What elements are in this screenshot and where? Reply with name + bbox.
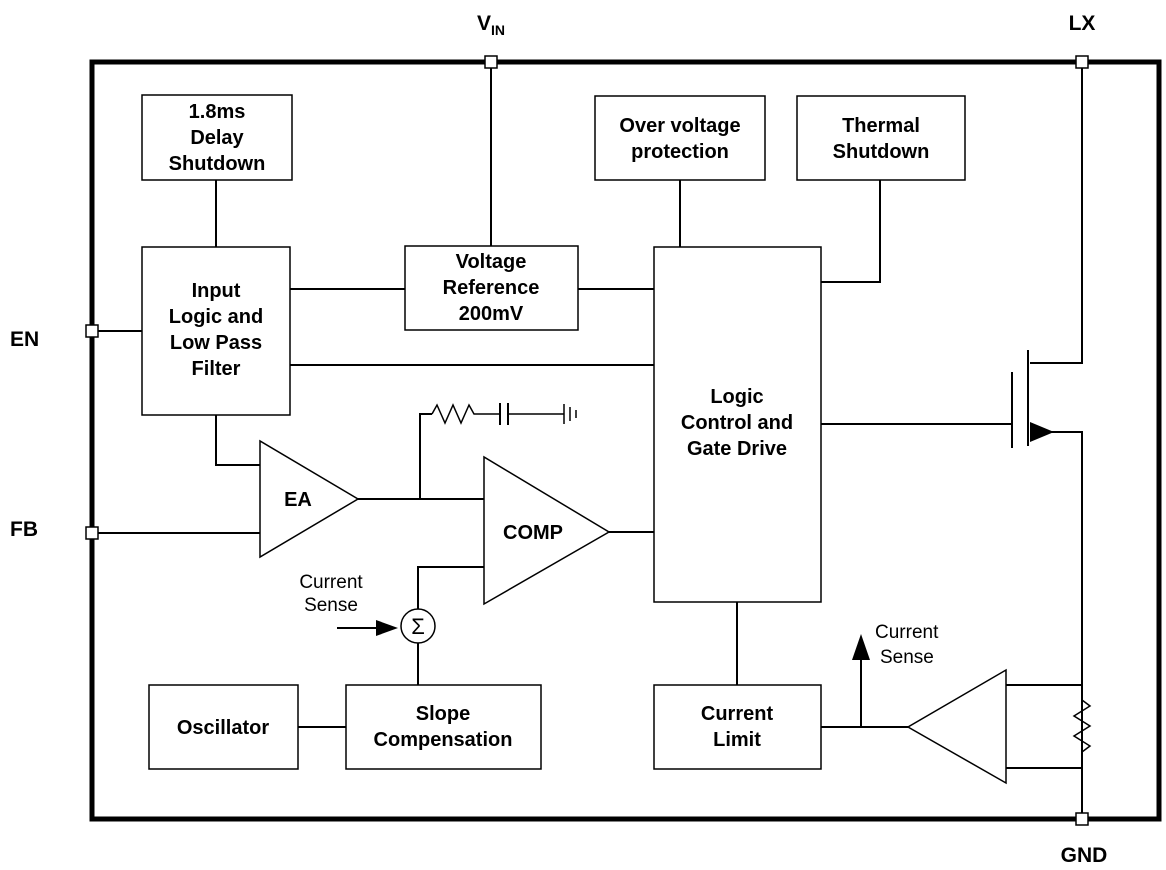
over-voltage-line2: protection	[631, 141, 729, 163]
voltage-reference-block	[404, 245, 579, 331]
input-logic-line1: Input	[192, 280, 241, 302]
delay-shutdown-block	[141, 94, 293, 181]
oscillator-label: Oscillator	[177, 717, 269, 739]
voltage-reference-line1: Voltage	[456, 251, 527, 273]
lx-label: LX	[1069, 12, 1096, 35]
current-sense-amplifier	[906, 668, 1007, 785]
thermal-shutdown-line1: Thermal	[842, 115, 920, 137]
input-logic-block	[141, 246, 291, 416]
current-limit-block	[653, 684, 822, 770]
summing-node	[400, 608, 436, 644]
current-limit-line1: Current	[701, 703, 774, 725]
sense-resistor	[1072, 699, 1092, 753]
input-logic-line4: Filter	[192, 358, 241, 380]
gnd-pin	[1075, 812, 1089, 826]
logic-control-line2: Control and	[681, 412, 793, 434]
en-pin	[85, 324, 99, 338]
thermal-shutdown-line2: Shutdown	[833, 141, 930, 163]
wires	[92, 62, 1083, 819]
current-sense-right-line1: Current	[875, 622, 939, 643]
input-logic-line3: Low Pass	[170, 332, 262, 354]
voltage-reference-line2: Reference	[443, 277, 540, 299]
en-label: EN	[10, 328, 39, 351]
delay-shutdown-line2: Delay	[190, 127, 244, 149]
vin-label: VIN	[477, 12, 505, 38]
thermal-shutdown-block	[796, 95, 966, 181]
logic-control-line3: Gate Drive	[687, 438, 787, 460]
current-sense-left-line1: Current	[299, 572, 363, 593]
current-sense-left-line2: Sense	[304, 595, 358, 616]
logic-control-line1: Logic	[710, 386, 763, 408]
input-logic-line2: Logic and	[169, 306, 263, 328]
current-limit-line2: Limit	[713, 729, 761, 751]
over-voltage-line1: Over voltage	[619, 115, 740, 137]
vin-pin	[484, 55, 498, 69]
compensation-rc-network	[431, 403, 577, 425]
slope-compensation-block	[345, 684, 542, 770]
chip-outline	[89, 59, 1162, 822]
comparator	[483, 455, 611, 606]
current-sense-arrow-left	[376, 620, 398, 636]
slope-compensation-line1: Slope	[416, 703, 470, 725]
lx-pin	[1075, 55, 1089, 69]
logic-control-block	[653, 246, 822, 603]
error-amplifier-label: EA	[284, 489, 312, 511]
fb-label: FB	[10, 518, 38, 541]
current-sense-arrow-up	[852, 634, 870, 660]
delay-shutdown-line1: 1.8ms	[189, 101, 246, 123]
over-voltage-block	[594, 95, 766, 181]
current-sense-right-line2: Sense	[880, 647, 934, 668]
power-mosfet	[1011, 350, 1054, 448]
voltage-reference-line3: 200mV	[459, 303, 524, 325]
slope-compensation-line2: Compensation	[374, 729, 513, 751]
summing-symbol: Σ	[411, 614, 425, 639]
fb-pin	[85, 526, 99, 540]
delay-shutdown-line3: Shutdown	[169, 153, 266, 175]
oscillator-block	[148, 684, 299, 770]
error-amplifier	[259, 439, 360, 559]
gnd-label: GND	[1061, 844, 1108, 867]
comparator-label: COMP	[503, 522, 563, 544]
